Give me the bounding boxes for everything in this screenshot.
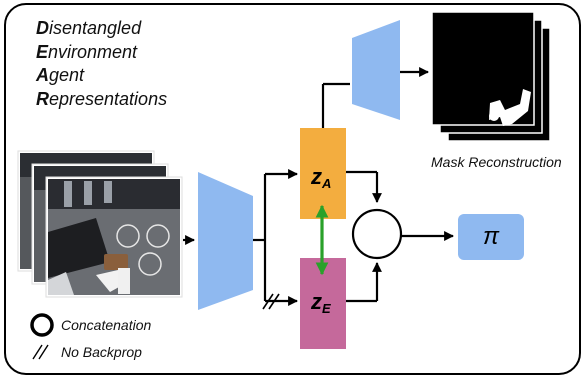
diagram-title: Disentangled Environment Agent Represent… (36, 17, 167, 111)
concatenation-node (351, 208, 403, 260)
observation-frame-front (45, 176, 183, 298)
agent-representation-label: zA (310, 164, 331, 191)
title-line-4: Representations (36, 88, 168, 109)
no-backprop-mark (262, 293, 280, 310)
mask-reconstruction-label: Mask Reconstruction (431, 154, 562, 170)
title-line-3: Agent (36, 65, 85, 85)
diagram-frame (4, 3, 581, 375)
mask-decoder (352, 20, 400, 120)
policy-label: π (483, 223, 500, 250)
policy-box (458, 214, 524, 260)
robot-mask-shape (489, 89, 531, 126)
legend-concatenation-icon (30, 313, 54, 337)
legend-no-backprop-icon (32, 344, 49, 360)
title-line-1: Disentangled (36, 18, 142, 38)
mask-reconstruction-stack (431, 11, 551, 142)
environment-representation-label: zE (310, 289, 331, 316)
legend-concatenation-label: Concatenation (61, 317, 152, 333)
title-line-2: Environment (36, 41, 138, 62)
legend-no-backprop-label: No Backprop (61, 344, 142, 360)
input-observation-stack (17, 150, 183, 298)
agent-representation-box (300, 128, 346, 219)
shared-encoder (198, 172, 253, 310)
